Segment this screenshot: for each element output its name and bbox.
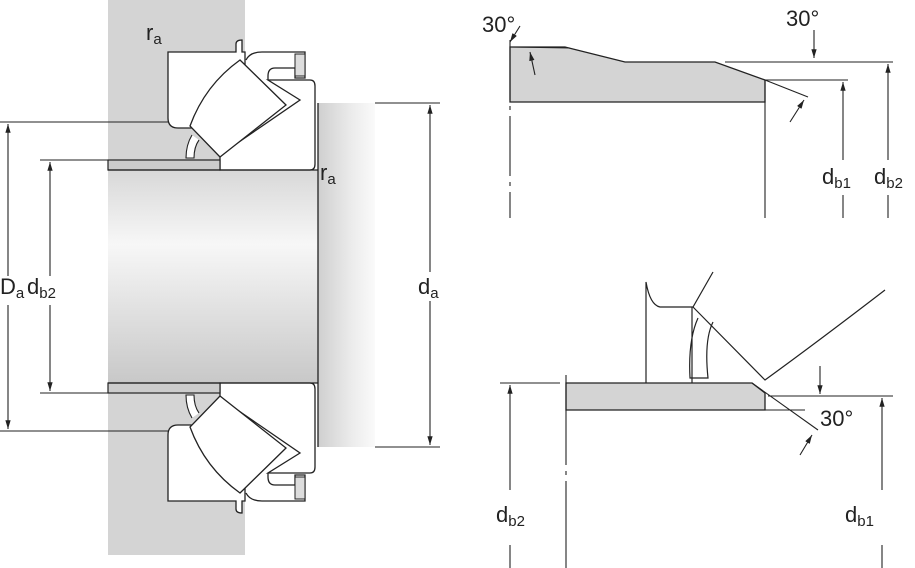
shaft bbox=[108, 170, 318, 383]
abutment-block bbox=[318, 103, 375, 447]
label-db1-bottom: db1 bbox=[845, 502, 874, 530]
label-angle-top-left: 30° bbox=[482, 12, 516, 37]
label-angle-bottom: 30° bbox=[820, 406, 854, 431]
label-Da: Da bbox=[0, 274, 25, 302]
label-db2-bottom: db2 bbox=[496, 502, 525, 530]
label-angle-top-right: 30° bbox=[786, 6, 820, 31]
label-db2-top: db2 bbox=[874, 164, 903, 192]
sleeve-section-top bbox=[509, 46, 766, 103]
label-ra-housing: ra bbox=[146, 20, 162, 48]
label-ra-shaft: ra bbox=[320, 160, 336, 188]
label-db1-top: db1 bbox=[822, 164, 851, 192]
label-da: da bbox=[418, 274, 439, 302]
sleeve-section-bottom bbox=[565, 382, 766, 411]
label-db2-left: db2 bbox=[27, 274, 56, 302]
